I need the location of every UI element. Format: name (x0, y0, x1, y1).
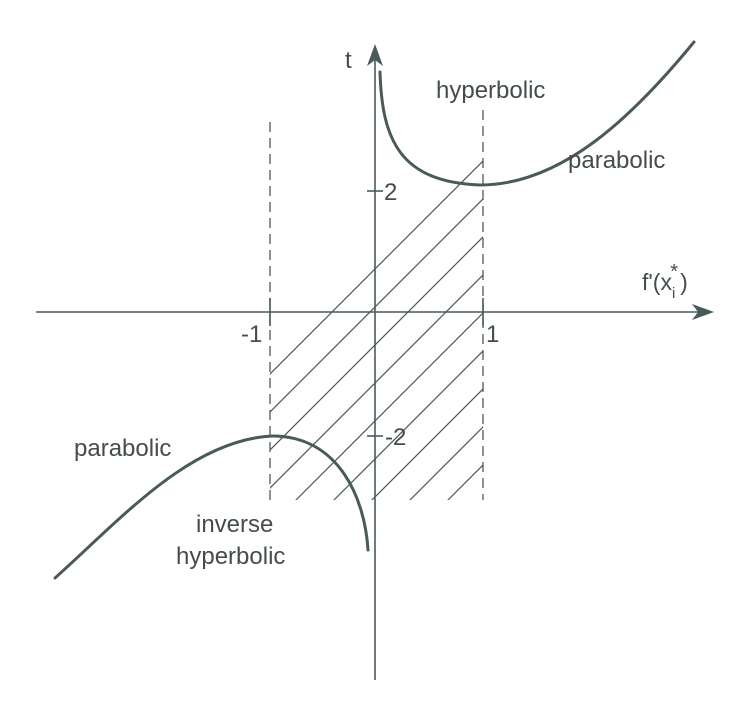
hatched-region (270, 100, 748, 520)
x-axis-arrow (692, 304, 714, 320)
hatch-line (333, 350, 483, 500)
tick-label-x-pos: 1 (486, 321, 499, 348)
label-parabolic-lower: parabolic (74, 435, 171, 462)
y-axis-arrow (367, 44, 383, 66)
lower-inverse-hyperbolic-curve (270, 434, 370, 552)
label-inverse: inverse (196, 511, 273, 538)
tick-label-x-neg: -1 (241, 321, 262, 348)
label-parabolic-upper: parabolic (568, 147, 665, 174)
hatch-line (371, 388, 483, 500)
hatch-line (732, 100, 748, 520)
hatch-line (295, 312, 483, 500)
label-inverse-hyperbolic: hyperbolic (176, 543, 285, 570)
upper-hyperbolic-curve (378, 70, 482, 187)
y-axis-label: t (345, 47, 352, 74)
lower-parabolic-curve (53, 434, 274, 580)
upper-parabolic-curve (478, 40, 696, 187)
hatch-line (270, 198, 483, 413)
hatch-line (409, 426, 483, 500)
hatch-line (270, 160, 483, 375)
x-axis-label: f'(xi*) (642, 261, 688, 302)
label-hyperbolic: hyperbolic (436, 77, 545, 104)
hatch-line (270, 274, 483, 489)
tick-label-y-neg: -2 (385, 424, 406, 451)
tick-label-y-pos: 2 (384, 179, 397, 206)
hatch-line (270, 236, 483, 451)
